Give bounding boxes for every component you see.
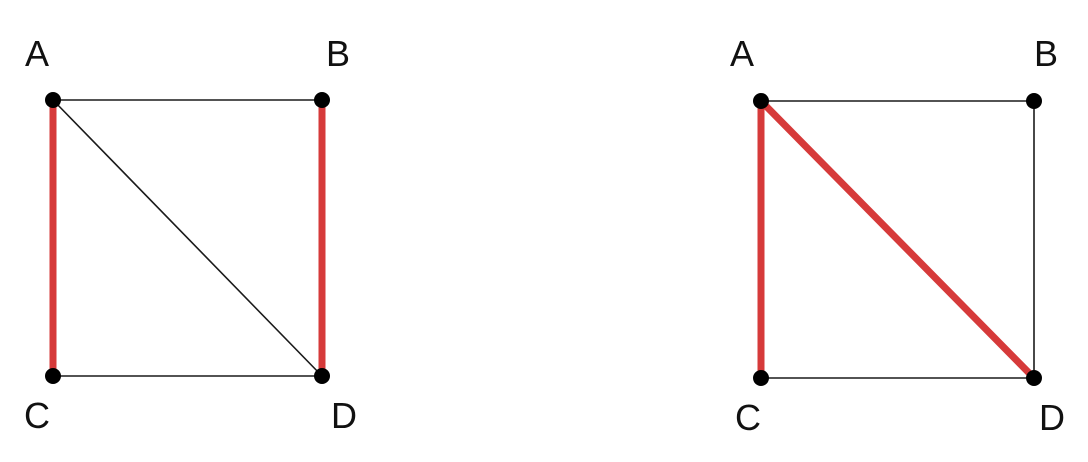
- left-graph: A B C D: [24, 33, 357, 436]
- node-label-d: D: [331, 395, 357, 436]
- node-label-b: B: [326, 33, 350, 74]
- node-a: [753, 93, 769, 109]
- node-b: [1026, 93, 1042, 109]
- right-graph: A B C D: [730, 33, 1065, 438]
- edge-A-D: [52, 99, 323, 377]
- node-label-b: B: [1034, 33, 1058, 74]
- edge-A-D-highlighted: [757, 97, 1038, 382]
- node-d: [1026, 370, 1042, 386]
- node-a: [45, 92, 61, 108]
- node-c: [753, 370, 769, 386]
- node-label-d: D: [1039, 397, 1065, 438]
- node-b: [314, 92, 330, 108]
- node-label-a: A: [25, 33, 49, 74]
- node-label-c: C: [24, 395, 50, 436]
- node-label-a: A: [730, 33, 754, 74]
- node-label-c: C: [735, 397, 761, 438]
- node-c: [45, 368, 61, 384]
- node-d: [314, 368, 330, 384]
